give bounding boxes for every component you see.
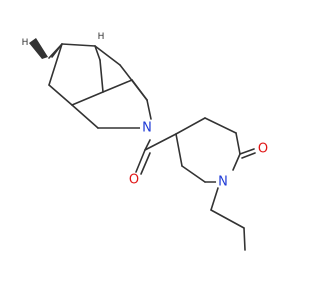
bond bbox=[175, 117, 206, 135]
bond bbox=[243, 227, 246, 251]
bond bbox=[204, 117, 237, 134]
structure-canvas: N N O O H H bbox=[21, 32, 270, 251]
bond bbox=[61, 43, 96, 47]
bond bbox=[71, 91, 104, 106]
bond bbox=[135, 149, 146, 173]
bond bbox=[239, 148, 255, 155]
atom-o-bg bbox=[256, 142, 270, 156]
bond bbox=[94, 45, 101, 61]
bond bbox=[146, 99, 152, 120]
bond bbox=[99, 59, 104, 93]
atom-n-bg bbox=[140, 121, 154, 135]
bond bbox=[140, 152, 151, 175]
atom-n: N bbox=[218, 175, 228, 190]
atom-n: N bbox=[142, 121, 152, 136]
atom-o: O bbox=[129, 173, 139, 188]
atom-h: H bbox=[22, 38, 29, 48]
wedge-bond bbox=[29, 38, 48, 59]
bond bbox=[144, 133, 177, 151]
bond bbox=[48, 43, 63, 86]
bond bbox=[131, 79, 148, 101]
bond bbox=[175, 133, 183, 167]
bond bbox=[71, 104, 99, 129]
bond bbox=[48, 84, 73, 106]
atom-labels: N N O O H H bbox=[22, 32, 270, 190]
bond bbox=[210, 187, 219, 211]
atom-n-bg bbox=[216, 175, 230, 189]
bond bbox=[181, 165, 206, 183]
atom-o: O bbox=[258, 142, 268, 157]
bond bbox=[102, 79, 133, 93]
bond bbox=[241, 152, 256, 159]
atom-o-bg bbox=[127, 173, 141, 187]
molecule-drawing: N N O O H H bbox=[22, 32, 270, 251]
bond bbox=[210, 209, 245, 229]
bond bbox=[235, 132, 241, 155]
atom-h: H bbox=[98, 32, 105, 42]
bond bbox=[48, 43, 63, 59]
bond bbox=[94, 45, 121, 66]
bonds bbox=[29, 38, 256, 251]
bond bbox=[144, 139, 151, 151]
bond bbox=[232, 153, 241, 171]
